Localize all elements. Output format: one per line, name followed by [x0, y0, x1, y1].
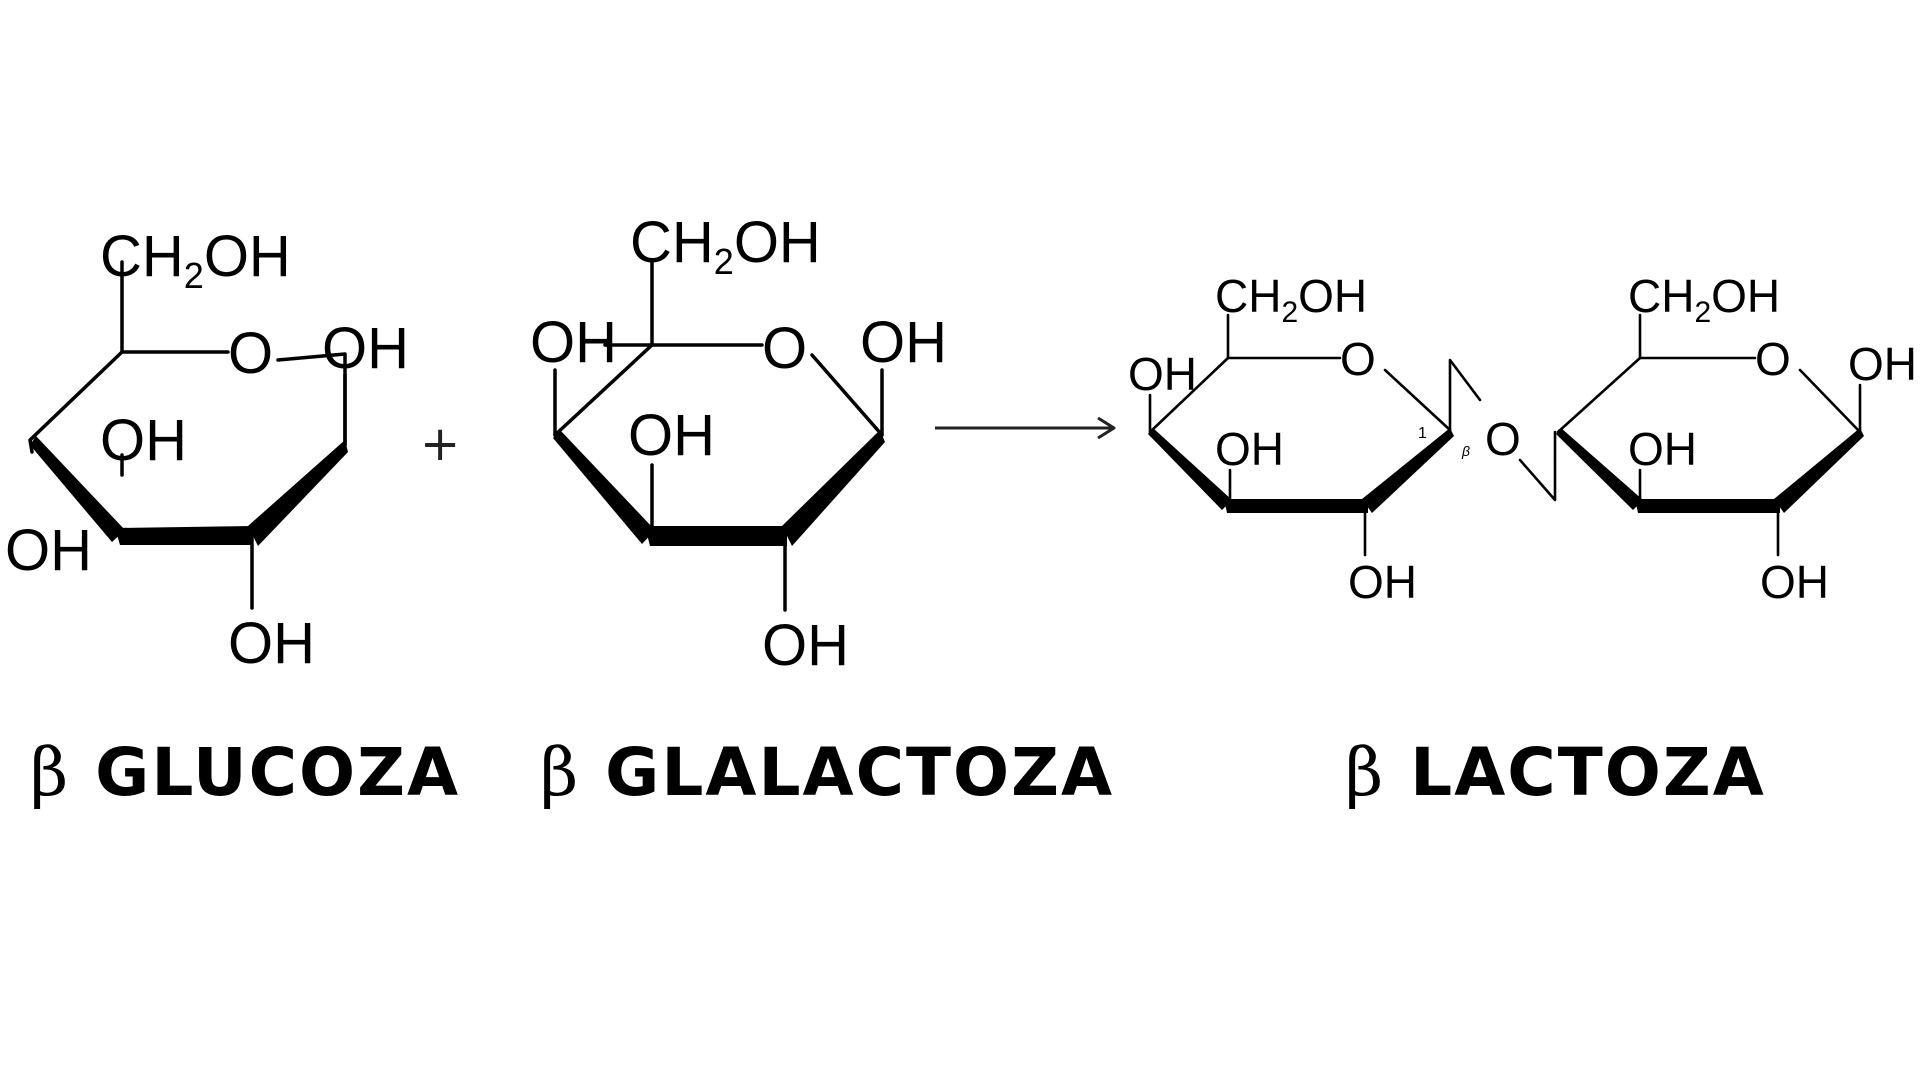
galactose-bond-o-c1 — [810, 353, 884, 437]
glucose-bond-c3-c2 — [115, 526, 252, 545]
glucose-bond-c5-c4 — [28, 350, 124, 454]
caption-glucose: β GLUCOZA — [30, 734, 460, 811]
lactose-left-bond-c5-c4 — [1148, 356, 1230, 434]
glucose-wedge-c2-c1 — [248, 440, 348, 546]
lactose-right-ring-oxygen: O — [1755, 333, 1791, 385]
lactose-left-oh-c4: OH — [1128, 348, 1197, 400]
galactose-structure: CH2OH O OH OH OH OH — [530, 210, 947, 678]
galactose-ring-oxygen: O — [762, 316, 807, 381]
galactose-bond-c5-c4 — [553, 343, 654, 437]
galactose-ch2oh-label: CH2OH — [630, 210, 821, 282]
lactose-left-wedge-c2-c1 — [1362, 428, 1454, 513]
lactose-right-oh-c2: OH — [1760, 556, 1829, 608]
galactose-oh-c2: OH — [762, 613, 849, 678]
galactose-wedge-c2-c1 — [782, 430, 885, 546]
lactose-right-oh-c3: OH — [1628, 423, 1697, 475]
lactose-glycosidic-bond-right — [1518, 430, 1557, 502]
glucose-oh-c1: OH — [322, 316, 409, 381]
lactose-left-bond-c3-c2 — [1224, 499, 1368, 513]
glucose-oh-c3: OH — [100, 408, 187, 473]
glucose-wedge-c4-c3 — [30, 436, 125, 542]
lactose-right-wedge-c4-c3 — [1556, 428, 1643, 510]
lactose-carbon-number: 1 — [1418, 425, 1427, 442]
lactose-glycosidic-oxygen: O — [1485, 413, 1521, 465]
plus-sign: + — [420, 416, 460, 472]
lactose-left-oh-c2: OH — [1348, 556, 1417, 608]
lactose-anomer-label: β — [1461, 443, 1470, 459]
galactose-bond-c3-c2 — [645, 526, 787, 546]
glucose-oh-c4: OH — [5, 518, 92, 583]
lactose-glycosidic-bond-left — [1448, 358, 1482, 432]
lactose-left-ch2oh-label: CH2OH — [1215, 270, 1367, 329]
lactose-right-bond-c5-c4 — [1556, 356, 1642, 434]
glucose-ch2oh-label: CH2OH — [100, 224, 291, 296]
lactose-structure: CH2OH O OH OH OH 1 β O CH2OH O OH OH OH — [1128, 270, 1917, 608]
glucose-oh-c2: OH — [228, 611, 315, 676]
galactose-wedge-c4-c3 — [553, 430, 655, 544]
lactose-right-bond-o-c1 — [1798, 368, 1862, 434]
lactose-left-bond-o-c1 — [1383, 368, 1452, 432]
lactose-left-wedge-c4-c3 — [1148, 428, 1232, 510]
glucose-structure: CH2OH O OH OH OH OH — [5, 224, 409, 676]
lactose-right-ch2oh-label: CH2OH — [1628, 270, 1780, 329]
caption-galactose: β GLALACTOZA — [540, 734, 1114, 811]
galactose-oh-c3: OH — [628, 403, 715, 468]
lactose-left-oh-c3: OH — [1215, 423, 1284, 475]
galactose-oh-c1: OH — [860, 310, 947, 375]
lactose-left-ring-oxygen: O — [1340, 333, 1376, 385]
reaction-arrow — [935, 416, 1116, 440]
galactose-oh-c4: OH — [530, 310, 617, 375]
lactose-right-wedge-c2-c1 — [1774, 428, 1864, 513]
glucose-ring-oxygen: O — [228, 321, 273, 386]
lactose-right-oh-c1: OH — [1848, 338, 1917, 390]
lactose-right-bond-c3-c2 — [1635, 499, 1780, 513]
caption-lactose: β LACTOZA — [1345, 734, 1766, 811]
